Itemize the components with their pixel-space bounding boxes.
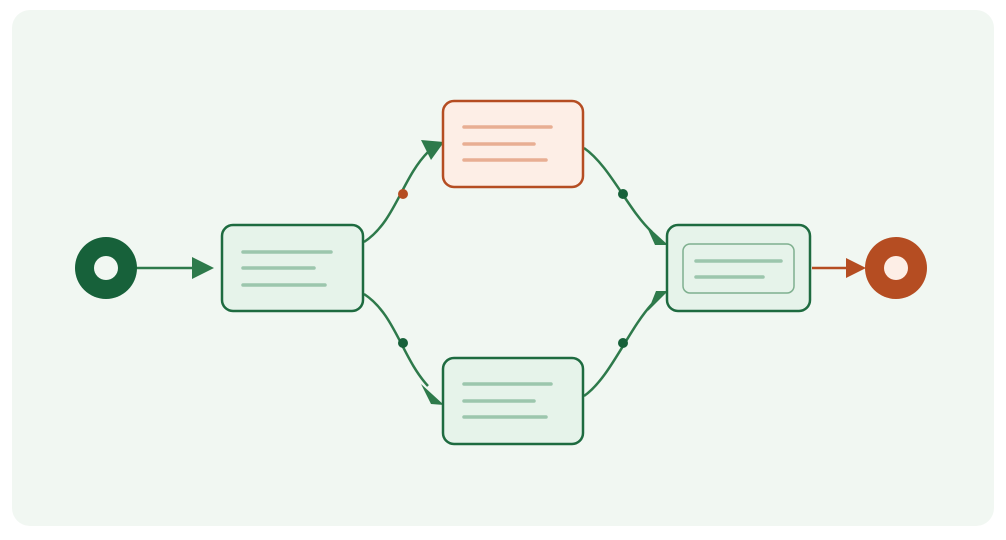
arrowhead-task-a-to-upper xyxy=(421,140,444,160)
task-node-lower[interactable] xyxy=(441,356,585,446)
start-ring-hole xyxy=(94,256,118,280)
waypoint-dot-upper-right xyxy=(618,189,628,199)
diagram-panel xyxy=(12,10,994,526)
arrowhead-lower-to-merge xyxy=(648,291,668,311)
task-node-a[interactable] xyxy=(220,223,365,313)
waypoint-dot-upper-left xyxy=(398,189,408,199)
task-node-upper[interactable] xyxy=(441,99,585,189)
arrowhead-task-a-to-lower xyxy=(421,384,444,405)
edge-lower-to-merge xyxy=(583,303,653,398)
waypoint-dot-lower-left xyxy=(398,338,408,348)
arrowhead-start-to-task-a xyxy=(192,257,214,279)
arrowhead-upper-to-merge xyxy=(646,225,668,245)
task-merge-inner-frame xyxy=(682,243,795,294)
edge-upper-to-merge xyxy=(583,146,653,233)
edge-task-a-to-lower xyxy=(363,292,429,387)
task-node-merge[interactable] xyxy=(665,223,812,313)
end-ring-hole xyxy=(884,256,908,280)
end-node[interactable] xyxy=(865,237,927,299)
edge-task-a-to-upper xyxy=(363,151,429,244)
arrowhead-merge-to-end xyxy=(846,258,866,278)
start-node[interactable] xyxy=(75,237,137,299)
waypoint-dot-lower-right xyxy=(618,338,628,348)
